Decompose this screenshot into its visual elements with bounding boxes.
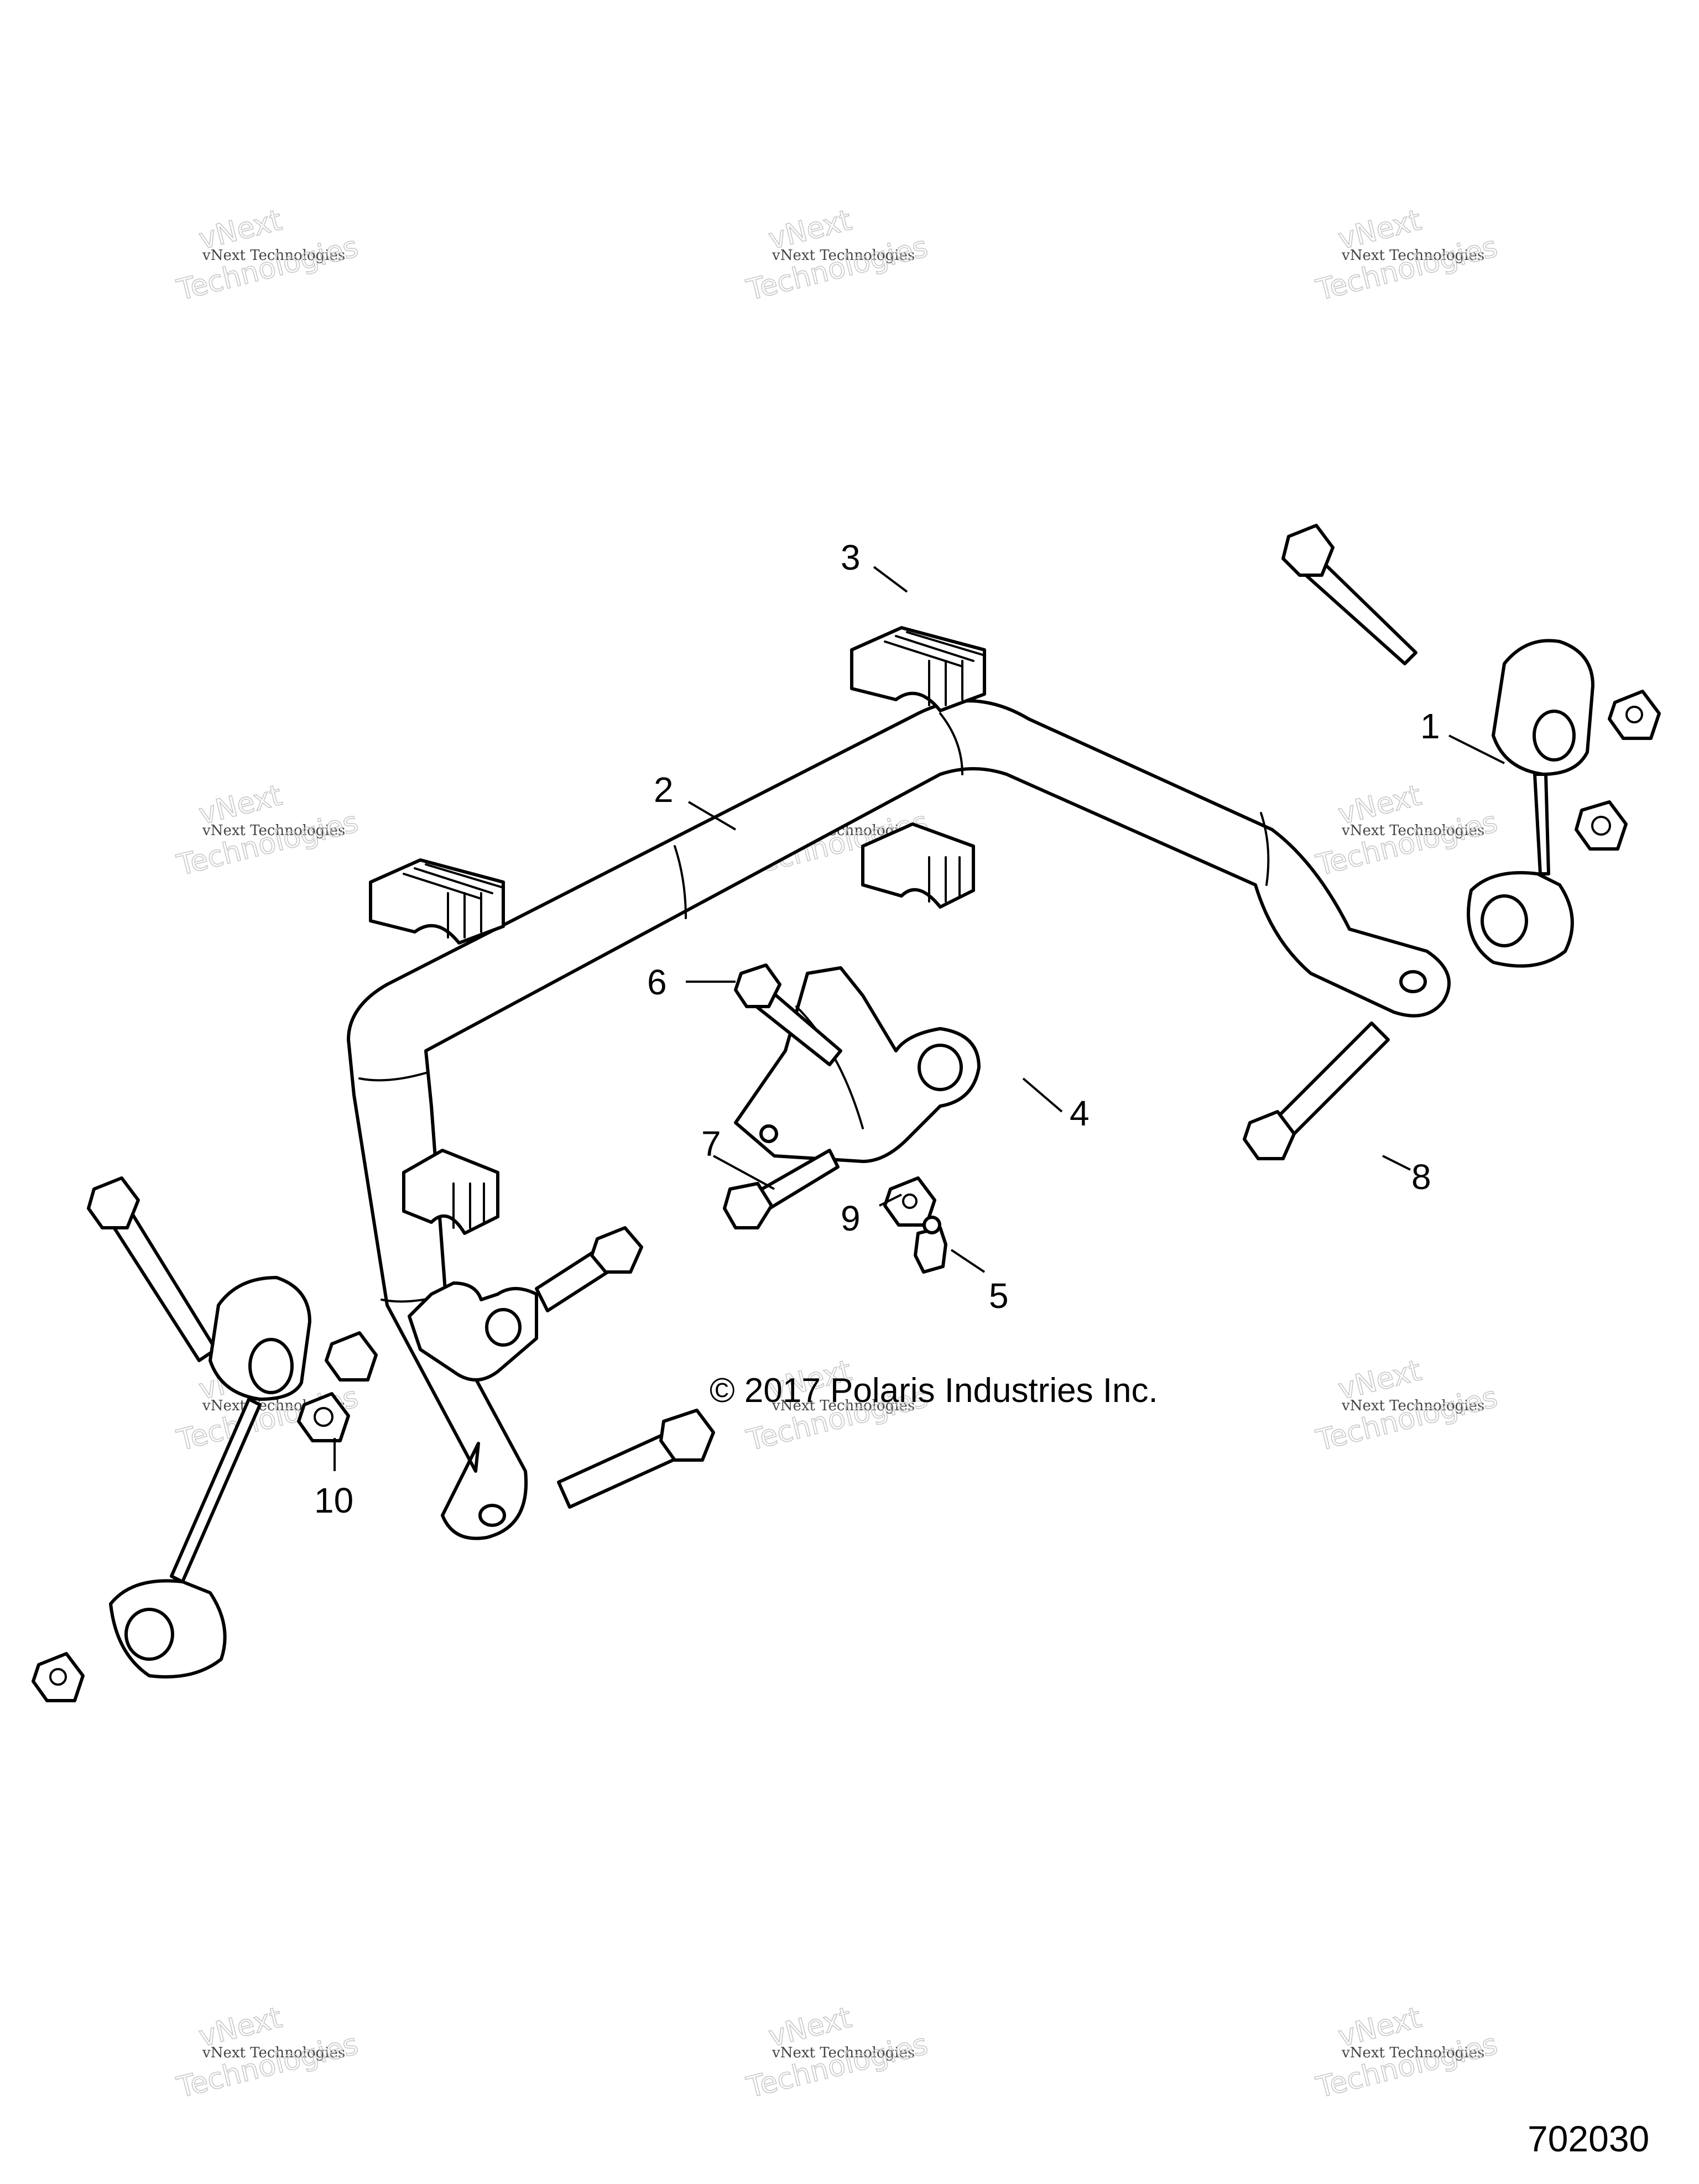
watermark: vNext vNext Technologies Technologies bbox=[1312, 778, 1501, 883]
bolt-upper-right bbox=[1281, 524, 1417, 665]
mount-bracket-hole bbox=[918, 1044, 963, 1091]
stabilizer-bar-seam bbox=[1260, 812, 1270, 886]
stabilizer-bar-seam bbox=[674, 845, 687, 919]
callout-1: 1 bbox=[1420, 706, 1440, 746]
bolt-6 bbox=[734, 963, 842, 1066]
bolt-8 bbox=[1243, 1021, 1390, 1160]
nut bbox=[32, 1652, 85, 1702]
link-arm-right bbox=[1467, 639, 1594, 968]
watermark: vNext vNext Technologies Technologies bbox=[173, 778, 362, 883]
watermark-small-text: vNext Technologies bbox=[772, 1398, 915, 1414]
watermark: vNext vNext Technologies Technologies bbox=[173, 203, 362, 307]
callout-8: 8 bbox=[1411, 1157, 1431, 1197]
watermark: vNext vNext Technologies Technologies bbox=[1312, 203, 1501, 307]
bolt-7 bbox=[723, 1149, 840, 1229]
nut-10 bbox=[297, 1392, 350, 1442]
copyright-notice: © 2017 Polaris Industries Inc. bbox=[710, 1372, 1158, 1410]
callout-7: 7 bbox=[701, 1124, 721, 1164]
watermark: vNext vNext Technologies Technologies bbox=[743, 2000, 931, 2105]
callout-4: 4 bbox=[1070, 1093, 1090, 1133]
watermark-small-text: vNext Technologies bbox=[202, 822, 345, 839]
watermark: vNext vNext Technologies Technologies bbox=[1312, 2000, 1501, 2105]
drawing-number: 702030 bbox=[1528, 2118, 1649, 2159]
stabilizer-bar-seam bbox=[358, 1072, 427, 1082]
stabilizer-bar-eye-left bbox=[478, 1504, 506, 1527]
bolt-upper-left bbox=[87, 1176, 217, 1362]
mount-bracket-lower bbox=[408, 1281, 538, 1382]
watermark-small-text: vNext Technologies bbox=[202, 2045, 345, 2061]
bushing bbox=[850, 626, 986, 712]
watermark-small-text: vNext Technologies bbox=[1341, 822, 1484, 839]
callout-10: 10 bbox=[314, 1481, 353, 1520]
watermark-small-text: vNext Technologies bbox=[772, 247, 915, 264]
callout-5: 5 bbox=[989, 1276, 1009, 1316]
callout-2: 2 bbox=[654, 770, 674, 810]
watermark-small-text: vNext Technologies bbox=[772, 2045, 915, 2061]
link-arm-left bbox=[109, 1276, 311, 1679]
bushing bbox=[861, 822, 975, 909]
callout-9: 9 bbox=[841, 1198, 861, 1238]
watermark: vNext vNext Technologies Technologies bbox=[1312, 1353, 1501, 1458]
bolt-middle bbox=[535, 1226, 643, 1312]
watermark: vNext vNext Technologies Technologies bbox=[173, 2000, 362, 2105]
leader-lines bbox=[333, 566, 1505, 1471]
bushing bbox=[402, 1149, 499, 1235]
nut bbox=[1608, 690, 1661, 740]
stabilizer-bar-seam bbox=[939, 712, 963, 775]
watermark-small-text: vNext Technologies bbox=[1341, 1398, 1484, 1414]
callout-3: 3 bbox=[841, 538, 861, 577]
watermark: vNext vNext Technologies Technologies bbox=[743, 203, 931, 307]
nut-9 bbox=[883, 1176, 936, 1227]
bolt-lower bbox=[557, 1409, 715, 1509]
grease-fitting bbox=[914, 1216, 947, 1274]
watermark-small-text: vNext Technologies bbox=[202, 247, 345, 264]
callout-6: 6 bbox=[647, 962, 667, 1002]
watermark-small-text: vNext Technologies bbox=[1341, 247, 1484, 264]
nut bbox=[325, 1331, 378, 1382]
stabilizer-bar-eye-right bbox=[1399, 970, 1427, 993]
watermark-small-text: vNext Technologies bbox=[1341, 2045, 1484, 2061]
bushing bbox=[369, 858, 505, 945]
nut bbox=[1575, 800, 1628, 851]
